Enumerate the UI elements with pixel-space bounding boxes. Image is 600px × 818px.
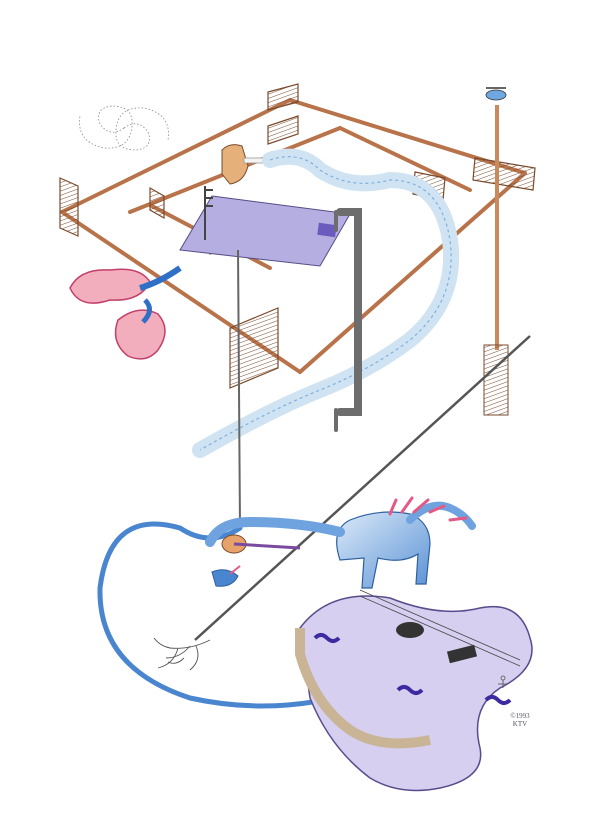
smoke-stream <box>192 148 460 458</box>
serpent-tail <box>97 521 373 709</box>
spines <box>388 496 468 522</box>
lungs <box>69 265 182 360</box>
block-right <box>472 157 536 191</box>
block-top <box>267 83 299 111</box>
block-left <box>59 177 79 237</box>
hanging-wire <box>237 249 241 529</box>
block-front <box>229 307 279 389</box>
block-top-2 <box>267 115 299 145</box>
wooden-blocks <box>59 83 536 389</box>
roller <box>221 534 301 554</box>
bridge-icon <box>446 644 478 664</box>
c-clamp <box>334 208 362 432</box>
serpent-head <box>211 569 239 587</box>
key-icon <box>204 186 213 240</box>
guitar <box>295 589 533 792</box>
signature-year: ©1993 <box>510 712 530 720</box>
root-doodle <box>153 637 211 671</box>
guitar-rod <box>194 335 531 641</box>
soundhole <box>396 622 424 638</box>
envelope <box>179 195 351 267</box>
dinosaur <box>205 496 476 589</box>
block-mid-left <box>149 186 165 220</box>
propeller-icon <box>485 89 507 101</box>
stick-figure <box>498 675 508 688</box>
signature-initials: KTV <box>512 720 528 728</box>
spiral-doodle <box>79 105 169 151</box>
hand <box>221 144 271 185</box>
artist-signature: ©1993 KTV <box>500 712 540 728</box>
